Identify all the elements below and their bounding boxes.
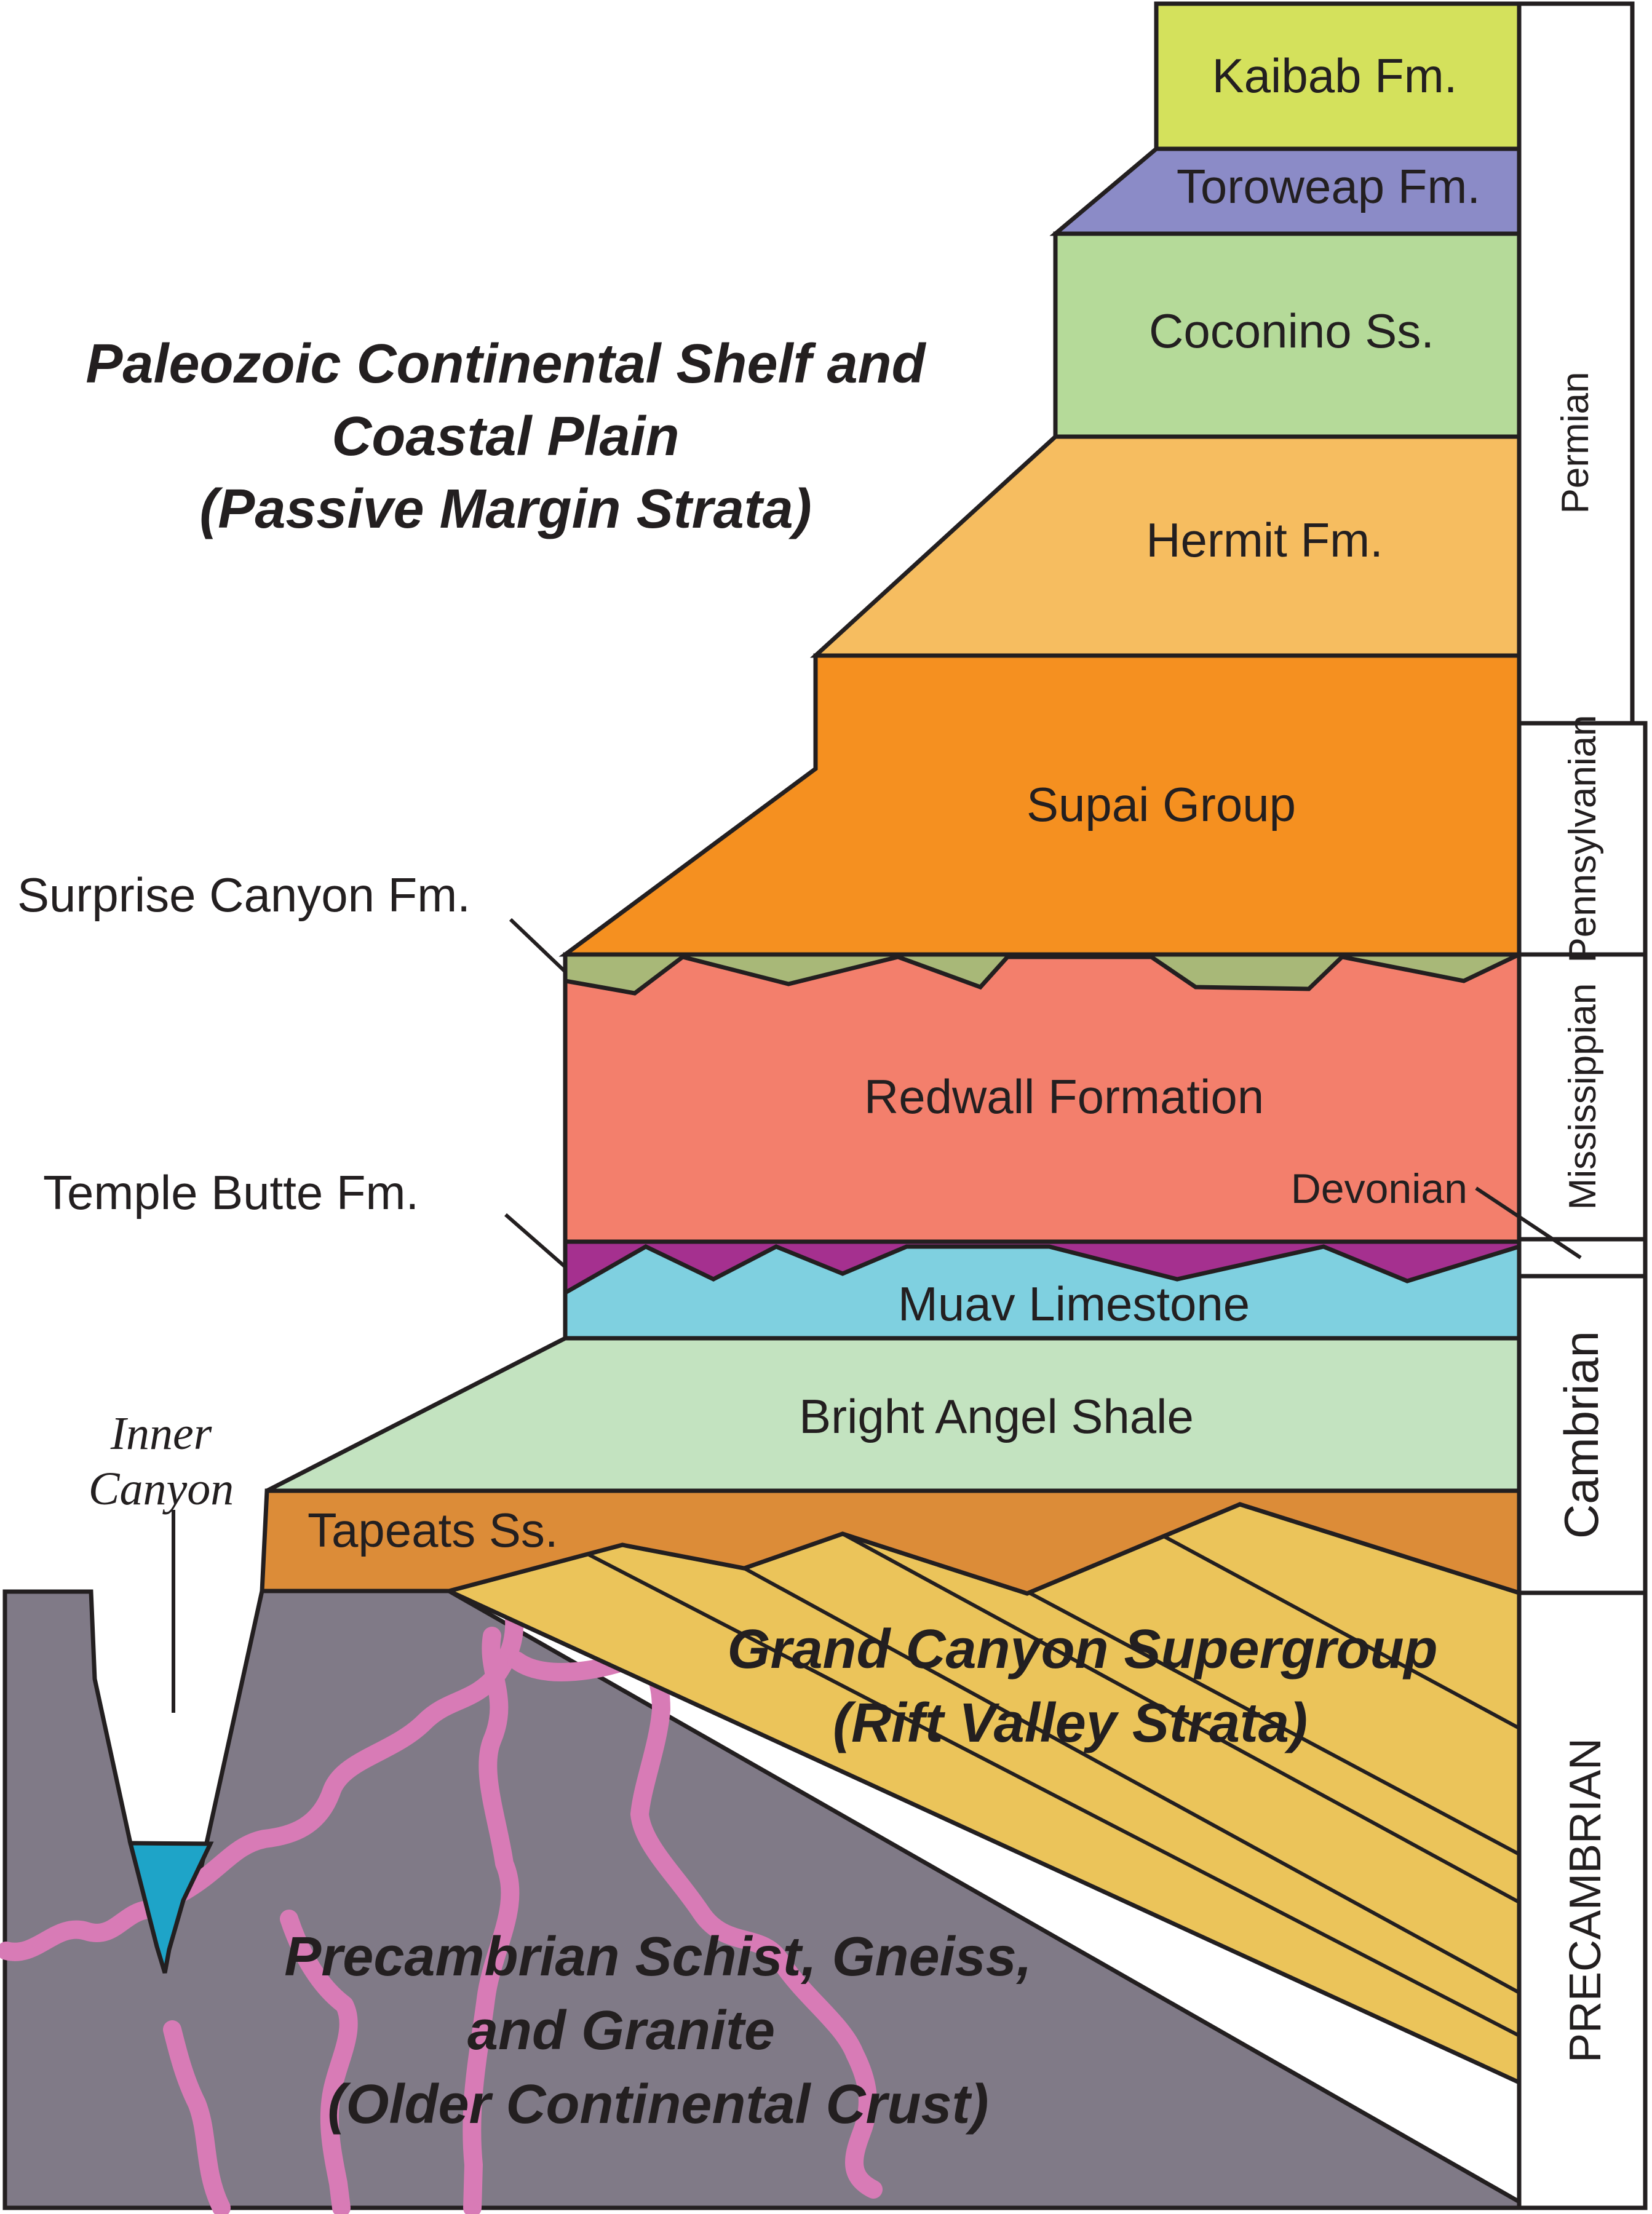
surprise-canyon-formation-layer bbox=[563, 952, 1520, 996]
label-inner-canyon: Inner Canyon bbox=[89, 1408, 234, 1515]
label-hermit: Hermit Fm. bbox=[1146, 513, 1383, 567]
label-toroweap: Toroweap Fm. bbox=[1177, 159, 1480, 213]
period-label-precambrian: PRECAMBRIAN bbox=[1561, 1738, 1610, 2063]
period-box-devonian bbox=[1517, 1237, 1648, 1279]
heading-basement-line-1: Precambrian Schist, Gneiss, bbox=[284, 1926, 1032, 1988]
heading-paleozoic-line-1: Paleozoic Continental Shelf and bbox=[85, 333, 926, 395]
label-coconino: Coconino Ss. bbox=[1149, 304, 1434, 358]
label-surprise-canyon: Surprise Canyon Fm. bbox=[17, 868, 471, 922]
period-label-devonian: Devonian bbox=[1291, 1165, 1467, 1212]
heading-supergroup-line-1: Grand Canyon Supergroup bbox=[727, 1619, 1437, 1680]
heading-supergroup-line-2: (Rift Valley Strata) bbox=[833, 1692, 1308, 1754]
colorado-river bbox=[127, 1841, 214, 1974]
heading-basement-line-2: and Granite bbox=[467, 2000, 775, 2061]
heading-basement-line-3: (Older Continental Crust) bbox=[328, 2074, 989, 2135]
period-box-permian bbox=[1517, 1, 1635, 726]
heading-basement: Precambrian Schist, Gneiss, and Granite … bbox=[284, 1926, 1032, 2135]
label-bright-angel: Bright Angel Shale bbox=[799, 1389, 1194, 1443]
label-inner-canyon-line-1: Inner bbox=[110, 1408, 212, 1459]
label-redwall: Redwall Formation bbox=[864, 1069, 1264, 1124]
heading-paleozoic-line-2: Coastal Plain bbox=[332, 406, 679, 467]
label-inner-canyon-line-2: Canyon bbox=[89, 1463, 234, 1515]
supergroup-bed-lines bbox=[581, 1527, 1520, 2037]
period-box-mississippian bbox=[1517, 952, 1648, 1242]
label-muav: Muav Limestone bbox=[898, 1277, 1250, 1331]
period-label-permian: Permian bbox=[1554, 372, 1597, 514]
temple-butte-formation-layer bbox=[563, 1239, 1522, 1297]
period-box-cambrian bbox=[1517, 1274, 1648, 1595]
label-kaibab: Kaibab Fm. bbox=[1212, 49, 1458, 103]
leader-line-surprise-canyon bbox=[509, 918, 567, 974]
period-label-cambrian: Cambrian bbox=[1554, 1331, 1608, 1539]
geologic-period-column bbox=[1517, 1, 1648, 2210]
heading-paleozoic-line-3: (Passive Margin Strata) bbox=[199, 478, 811, 540]
period-box-precambrian bbox=[1517, 1590, 1648, 2210]
period-box-pennsylvanian bbox=[1517, 721, 1648, 957]
heading-paleozoic: Paleozoic Continental Shelf and Coastal … bbox=[85, 333, 926, 540]
leader-line-temple-butte bbox=[504, 1213, 566, 1269]
leader-line-devonian bbox=[1475, 1186, 1582, 1260]
period-label-mississippian: Mississippian bbox=[1562, 983, 1604, 1210]
heading-supergroup: Grand Canyon Supergroup (Rift Valley Str… bbox=[727, 1619, 1437, 1754]
label-temple-butte: Temple Butte Fm. bbox=[43, 1165, 419, 1220]
label-tapeats: Tapeats Ss. bbox=[308, 1503, 558, 1557]
label-supai: Supai Group bbox=[1027, 777, 1296, 831]
period-label-pennsylvanian: Pennsylvanian bbox=[1562, 715, 1604, 962]
